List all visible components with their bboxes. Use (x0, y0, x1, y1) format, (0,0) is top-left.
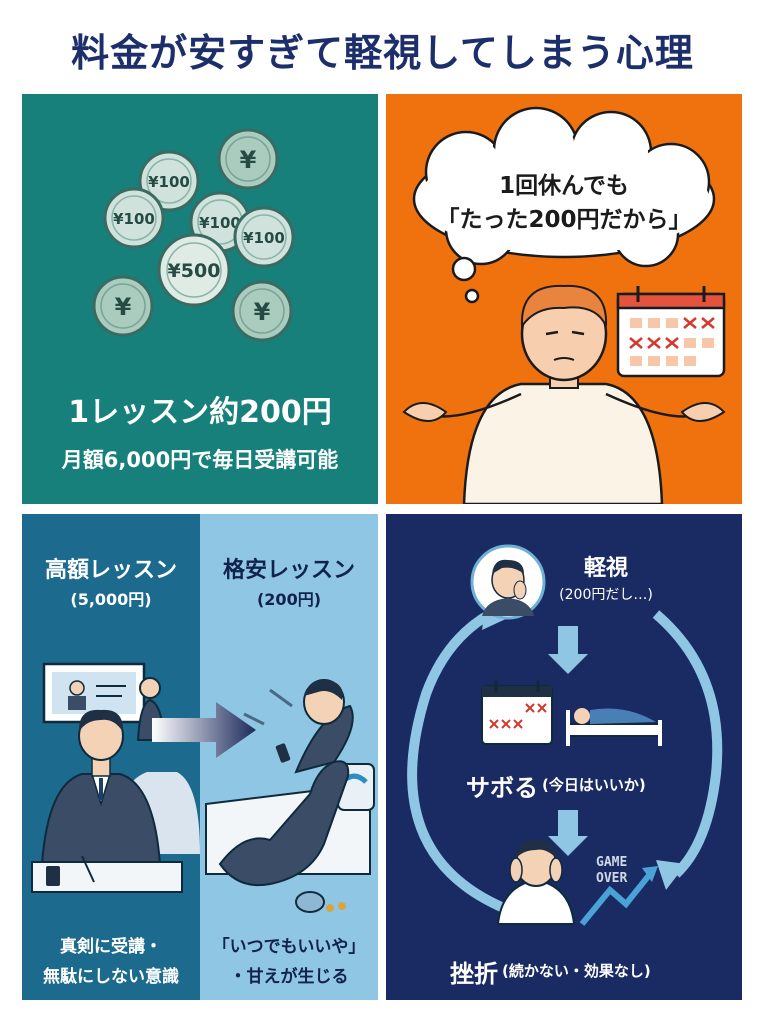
cheap-lesson-panel: 格安レッスン (200円) 「いつでもいいや」 ・甘えが生じる (200, 514, 378, 1000)
page-title: 料金が安すぎて軽視してしまう心理 (71, 31, 694, 75)
calendar-icon (481, 680, 553, 745)
svg-text:¥100: ¥100 (199, 214, 241, 232)
bubble-dot-small (464, 288, 480, 304)
expensive-lesson-title: 高額レッスン (44, 558, 177, 583)
step-slight-title: 軽視 (583, 556, 628, 581)
svg-text:¥100: ¥100 (113, 210, 155, 228)
cheap-price-panel: ¥100 ¥100 ¥100 ¥100 ¥500 ¥ (22, 94, 378, 504)
coin-yen-c: ¥ (231, 280, 293, 342)
sleeping-bed-icon (566, 708, 662, 746)
thought-line-1: 1回休んでも (499, 173, 629, 199)
svg-text:¥: ¥ (115, 293, 132, 321)
svg-text:¥100: ¥100 (243, 229, 285, 247)
skip-thought-panel: 1回休んでも 「たった200円だから」 (386, 94, 742, 504)
coin-yen-b: ¥ (92, 275, 154, 337)
expensive-lesson-price: (5,000円) (70, 590, 152, 609)
vicious-cycle-panel: GAME OVER 軽視 (200円だし…) サボる (今日はいいか) 挫折 (… (386, 514, 742, 1000)
monthly-price-subline: 月額6,000円で毎日受講可能 (61, 448, 339, 472)
game-over-line-1: GAME (596, 855, 627, 870)
cheap-caption-2: ・甘えが生じる (229, 967, 349, 987)
svg-text:¥100: ¥100 (148, 173, 190, 191)
serious-student-illustration (31, 662, 200, 893)
expensive-caption-2: 無駄にしない意識 (43, 967, 179, 987)
step-quit-title: 挫折 (450, 960, 498, 988)
calendar-icon (616, 286, 726, 378)
cycle-arrow-right (652, 610, 723, 878)
thought-illustration (402, 106, 726, 504)
coin-500: ¥500 (157, 233, 231, 307)
svg-text:¥: ¥ (240, 146, 257, 174)
svg-text:¥500: ¥500 (168, 260, 221, 282)
step-quit-note: (続かない・効果なし) (502, 962, 651, 980)
down-arrow-icon (548, 626, 588, 674)
frustrated-person (496, 839, 576, 925)
shrugging-person (402, 284, 726, 504)
coin-100-b: ¥100 (103, 187, 165, 249)
cheap-lesson-title: 格安レッスン (222, 558, 355, 583)
svg-text:¥: ¥ (254, 298, 271, 326)
right-arrow-icon (152, 702, 256, 758)
price-headline: 1レッスン約200円 (68, 395, 332, 430)
down-arrow-icon (548, 810, 588, 856)
step-slight-note: (200円だし…) (559, 587, 653, 603)
thought-line-2: 「たった200円だから」 (436, 207, 692, 233)
step-skip-title: サボる (466, 774, 538, 802)
expensive-caption-1: 真剣に受講・ (60, 937, 162, 957)
declining-graph-icon (579, 872, 653, 926)
cycle-illustration: GAME OVER (407, 544, 723, 926)
cheap-lesson-price: (200円) (256, 590, 322, 609)
step-skip-note: (今日はいいか) (542, 776, 646, 794)
bubble-dot-large (451, 256, 477, 282)
lazy-student-illustration (205, 679, 375, 913)
coin-yen-a: ¥ (217, 128, 279, 190)
game-over-line-2: OVER (596, 871, 627, 886)
expensive-lesson-panel: 高額レッスン (5,000円) 真剣に受講・ 無駄にしない意識 (22, 514, 200, 1000)
cheap-caption-1: 「いつでもいいや」 (212, 937, 366, 957)
worried-person-avatar (470, 544, 546, 620)
coins-illustration: ¥100 ¥100 ¥100 ¥100 ¥500 ¥ (92, 128, 295, 342)
cycle-arrow-left (407, 609, 508, 914)
coin-100-d: ¥100 (233, 206, 295, 268)
